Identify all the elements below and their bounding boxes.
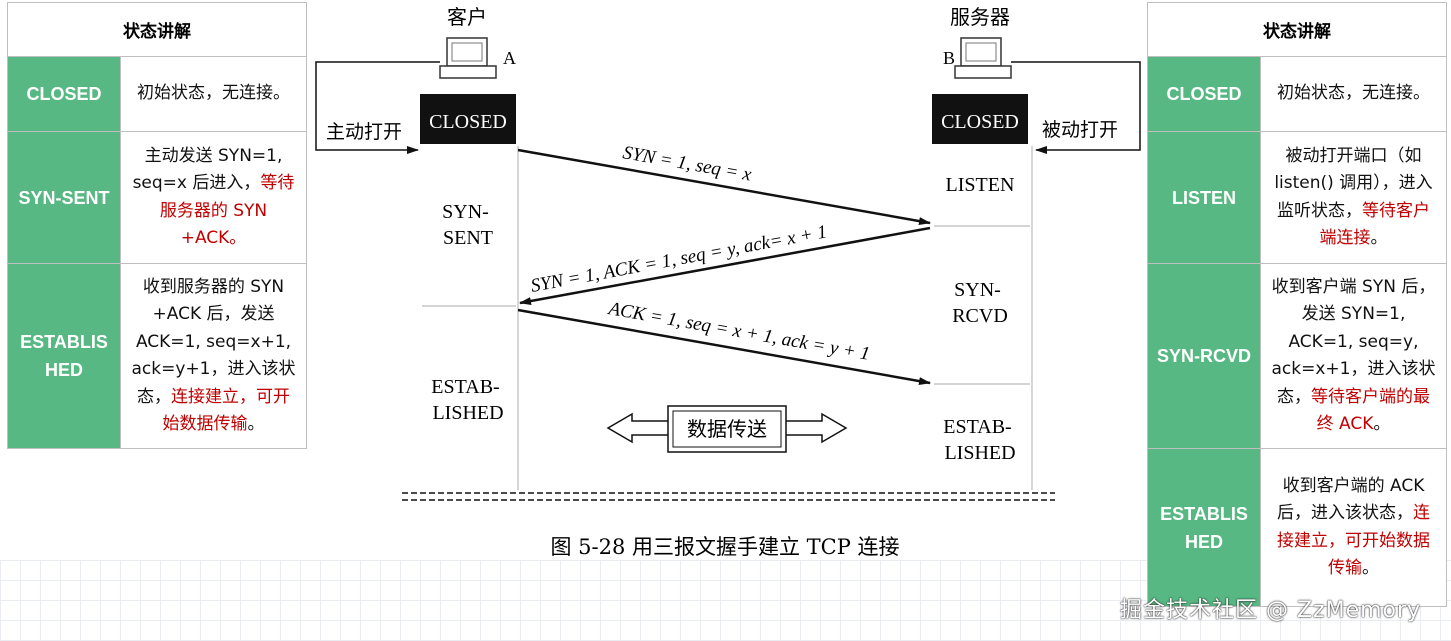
table-row: ESTABLISHED 收到服务器的 SYN +ACK 后，发送 ACK=1, … [7, 263, 307, 449]
table-row: ESTABLISHED 收到客户端的 ACK 后，进入该状态，连接建立，可开始数… [1147, 448, 1447, 607]
table-row: SYN-SENT 主动发送 SYN=1, seq=x 后进入，等待服务器的 SY… [7, 131, 307, 264]
data-transfer-arrow-icon [606, 405, 848, 453]
table-row: SYN-RCVD 收到客户端 SYN 后，发送 SYN=1, ACK=1, se… [1147, 263, 1447, 449]
syn-ack-message-label: SYN = 1, ACK = 1, seq = y, ack= x + 1 [529, 221, 829, 296]
server-state-syn-rcvd: SYN- RCVD [952, 279, 1008, 327]
syn-arrow [517, 148, 931, 226]
client-closed-label: CLOSED [429, 111, 507, 133]
table-header: 状态讲解 [7, 2, 307, 57]
ack-arrow [517, 308, 931, 386]
passive-open-arrow [1011, 61, 1141, 154]
state-closed: CLOSED [1147, 56, 1261, 132]
syn-ack-arrow [519, 226, 931, 305]
server-closed-box [932, 94, 1028, 144]
client-computer-icon [439, 37, 497, 79]
active-open-label: 主动打开 [326, 121, 402, 143]
table-header: 状态讲解 [1147, 2, 1447, 57]
state-established: ESTABLISHED [1147, 448, 1261, 607]
table-row: LISTEN 被动打开端口（如 listen() 调用），进入监听状态，等待客户… [1147, 131, 1447, 264]
state-description: 收到服务器的 SYN +ACK 后，发送 ACK=1, seq=x+1, ack… [120, 263, 307, 449]
state-closed: CLOSED [7, 56, 121, 132]
state-description: 初始状态，无连接。 [1260, 56, 1447, 132]
tcp-handshake-diagram: 客户 A 服务器 B 主动打开 被动打开 CLOSED CLOSED SYN- … [315, 5, 1141, 559]
table-row: CLOSED 初始状态，无连接。 [7, 56, 307, 132]
passive-open-label: 被动打开 [1042, 119, 1118, 141]
state-listen: LISTEN [1147, 131, 1261, 264]
state-description: 主动发送 SYN=1, seq=x 后进入，等待服务器的 SYN +ACK。 [120, 131, 307, 264]
data-transfer-label: 数据传送 [687, 417, 767, 441]
client-closed-box [420, 94, 516, 144]
client-label: 客户 [447, 5, 487, 29]
server-label: 服务器 [950, 5, 1010, 29]
server-computer-icon [954, 37, 1012, 79]
active-open-arrow [315, 61, 440, 154]
state-description: 收到客户端 SYN 后，发送 SYN=1, ACK=1, seq=y, ack=… [1260, 263, 1447, 449]
client-state-established: ESTAB- LISHED [431, 376, 504, 424]
table-row: CLOSED 初始状态，无连接。 [1147, 56, 1447, 132]
state-description: 初始状态，无连接。 [120, 56, 307, 132]
figure-caption: 图 5-28 用三报文握手建立 TCP 连接 [550, 535, 899, 559]
state-description: 被动打开端口（如 listen() 调用），进入监听状态，等待客户端连接。 [1260, 131, 1447, 264]
server-closed-label: CLOSED [941, 111, 1019, 133]
state-description: 收到客户端的 ACK 后，进入该状态，连接建立，可开始数据传输。 [1260, 448, 1447, 607]
client-state-syn-sent: SYN- SENT [442, 201, 494, 249]
state-syn-sent: SYN-SENT [7, 131, 121, 264]
client-state-table: 状态讲解 CLOSED 初始状态，无连接。 SYN-SENT 主动发送 SYN=… [7, 2, 307, 449]
state-syn-rcvd: SYN-RCVD [1147, 263, 1261, 449]
watermark: 掘金技术社区 @ ZzMemory [1120, 598, 1422, 623]
state-established: ESTABLISHED [7, 263, 121, 449]
server-state-established: ESTAB- LISHED [943, 416, 1016, 464]
client-id: A [503, 48, 516, 68]
server-state-listen: LISTEN [946, 174, 1015, 196]
server-state-table: 状态讲解 CLOSED 初始状态，无连接。 LISTEN 被动打开端口（如 li… [1147, 2, 1447, 607]
server-id: B [943, 48, 955, 68]
